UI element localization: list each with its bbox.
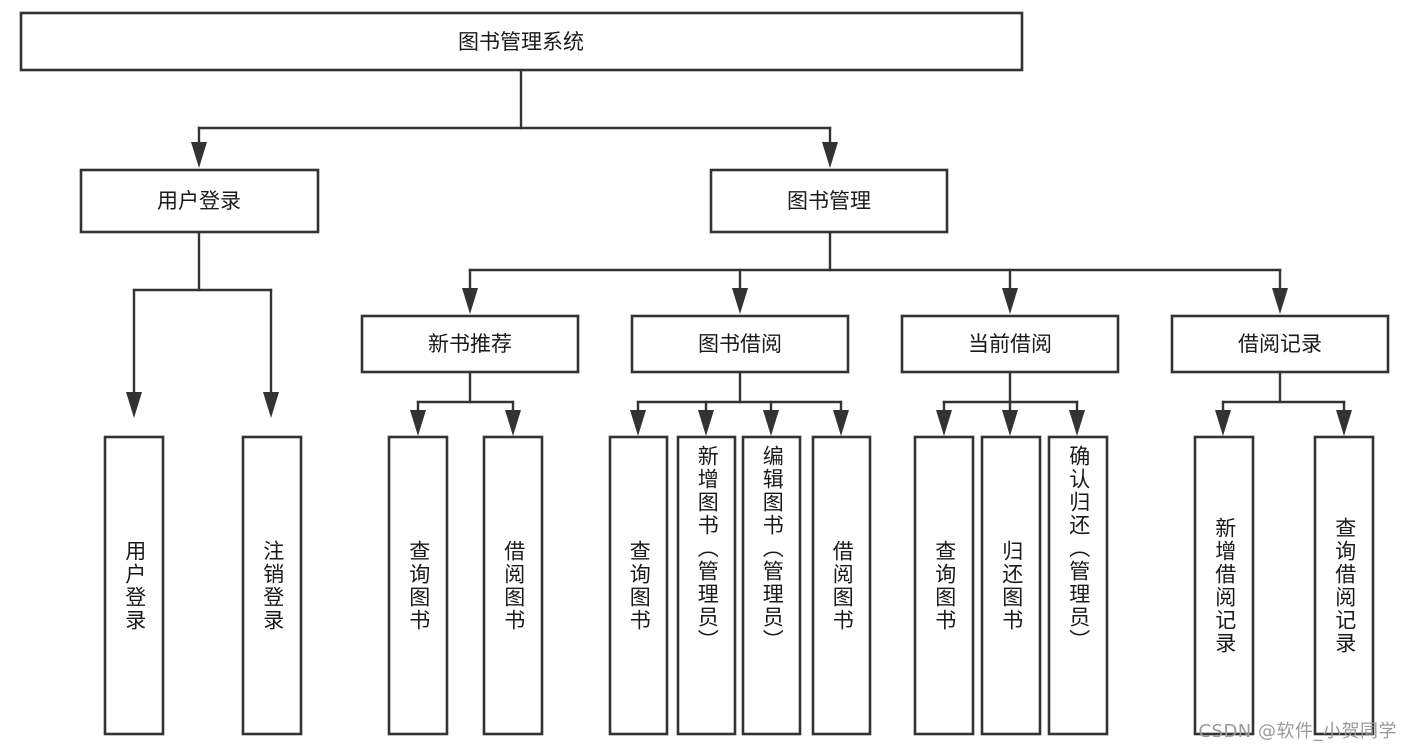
edge-root-to-level2 [191,68,838,168]
leaf-user-login-0[interactable] [103,435,165,736]
edge-userlogin-to-leaves [126,230,279,418]
leaf-user-login-1[interactable] [241,435,303,736]
label-book-borrow: 图书借阅 [698,332,782,356]
leaf-book-borrow-1[interactable] [676,435,737,736]
label-root: 图书管理系统 [458,30,584,54]
leaf-current-borrow-2[interactable] [1047,435,1109,736]
edge-newbook-to-leaves [410,370,521,436]
leaf-book-borrow-2[interactable] [741,435,802,736]
leaf-new-book-1[interactable] [482,435,544,736]
edge-current-to-leaves [936,370,1085,436]
node-root[interactable] [19,11,1024,72]
label-user-login: 用户登录 [157,189,241,213]
leaf-new-book-0[interactable] [387,435,449,736]
node-user-login[interactable] [79,168,320,234]
csdn-watermark: CSDN @软件_小贺同学 [1198,721,1397,742]
leaf-borrow-record-0[interactable] [1193,435,1255,736]
node-borrow-record[interactable] [1170,314,1390,374]
leaf-borrow-record-1[interactable] [1313,435,1375,736]
node-book-management[interactable] [709,168,949,234]
leaf-current-borrow-0[interactable] [913,435,975,736]
node-new-book-recommend[interactable] [360,314,580,374]
leaf-current-borrow-1[interactable] [980,435,1042,736]
node-book-borrow[interactable] [630,314,850,374]
edge-record-to-leaves [1215,370,1352,436]
edge-bookmgmt-to-level3 [462,230,1288,314]
leaf-book-borrow-0[interactable] [608,435,669,736]
label-book-management: 图书管理 [787,189,871,213]
label-current-borrow: 当前借阅 [968,332,1052,356]
node-current-borrow[interactable] [900,314,1120,374]
leaf-book-borrow-3[interactable] [811,435,872,736]
label-new-book-recommend: 新书推荐 [428,332,512,356]
label-borrow-record: 借阅记录 [1238,332,1322,356]
edge-booklend-to-leaves [630,370,849,436]
